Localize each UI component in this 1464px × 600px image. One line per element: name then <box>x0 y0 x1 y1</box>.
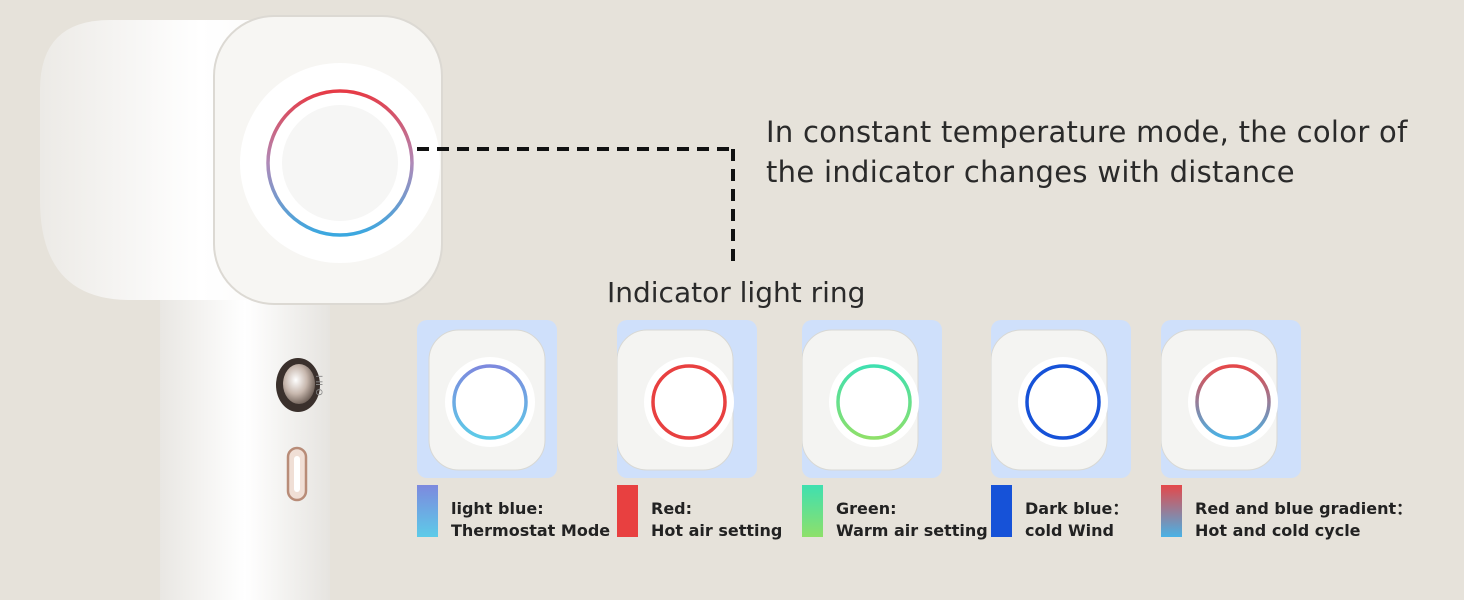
mode-label: Red: <box>651 499 693 518</box>
mode-description: Hot and cold cycle <box>1195 521 1361 540</box>
hair-dryer-image: I II O <box>40 15 443 600</box>
mode-label: Green: <box>836 499 897 518</box>
mode-label: Dark blue： <box>1025 499 1129 518</box>
callout-dashed-line <box>417 147 737 268</box>
color-swatch <box>617 485 638 537</box>
color-swatch <box>417 485 438 537</box>
mode-thumb <box>991 320 1131 478</box>
mode-thumb <box>1161 320 1301 478</box>
indicator-ring-title: Indicator light ring <box>607 276 866 309</box>
mode-description: cold Wind <box>1025 521 1114 540</box>
color-swatch <box>991 485 1012 537</box>
mode-thumb <box>617 320 757 478</box>
svg-text:I II O: I II O <box>313 375 323 396</box>
ring-center <box>282 105 398 221</box>
color-swatch <box>802 485 823 537</box>
mode-label: Red and blue gradient： <box>1195 499 1413 518</box>
mode-thumb <box>802 320 942 478</box>
mode-description: Warm air setting <box>836 521 988 540</box>
color-swatch <box>1161 485 1182 537</box>
mode-label: light blue: <box>451 499 544 518</box>
mode-thumb <box>417 320 557 478</box>
indicator-light-ring <box>266 89 414 237</box>
mode-description: Hot air setting <box>651 521 783 540</box>
headline-text: In constant temperature mode, the color … <box>766 115 1408 189</box>
mode-description: Thermostat Mode <box>451 521 611 540</box>
